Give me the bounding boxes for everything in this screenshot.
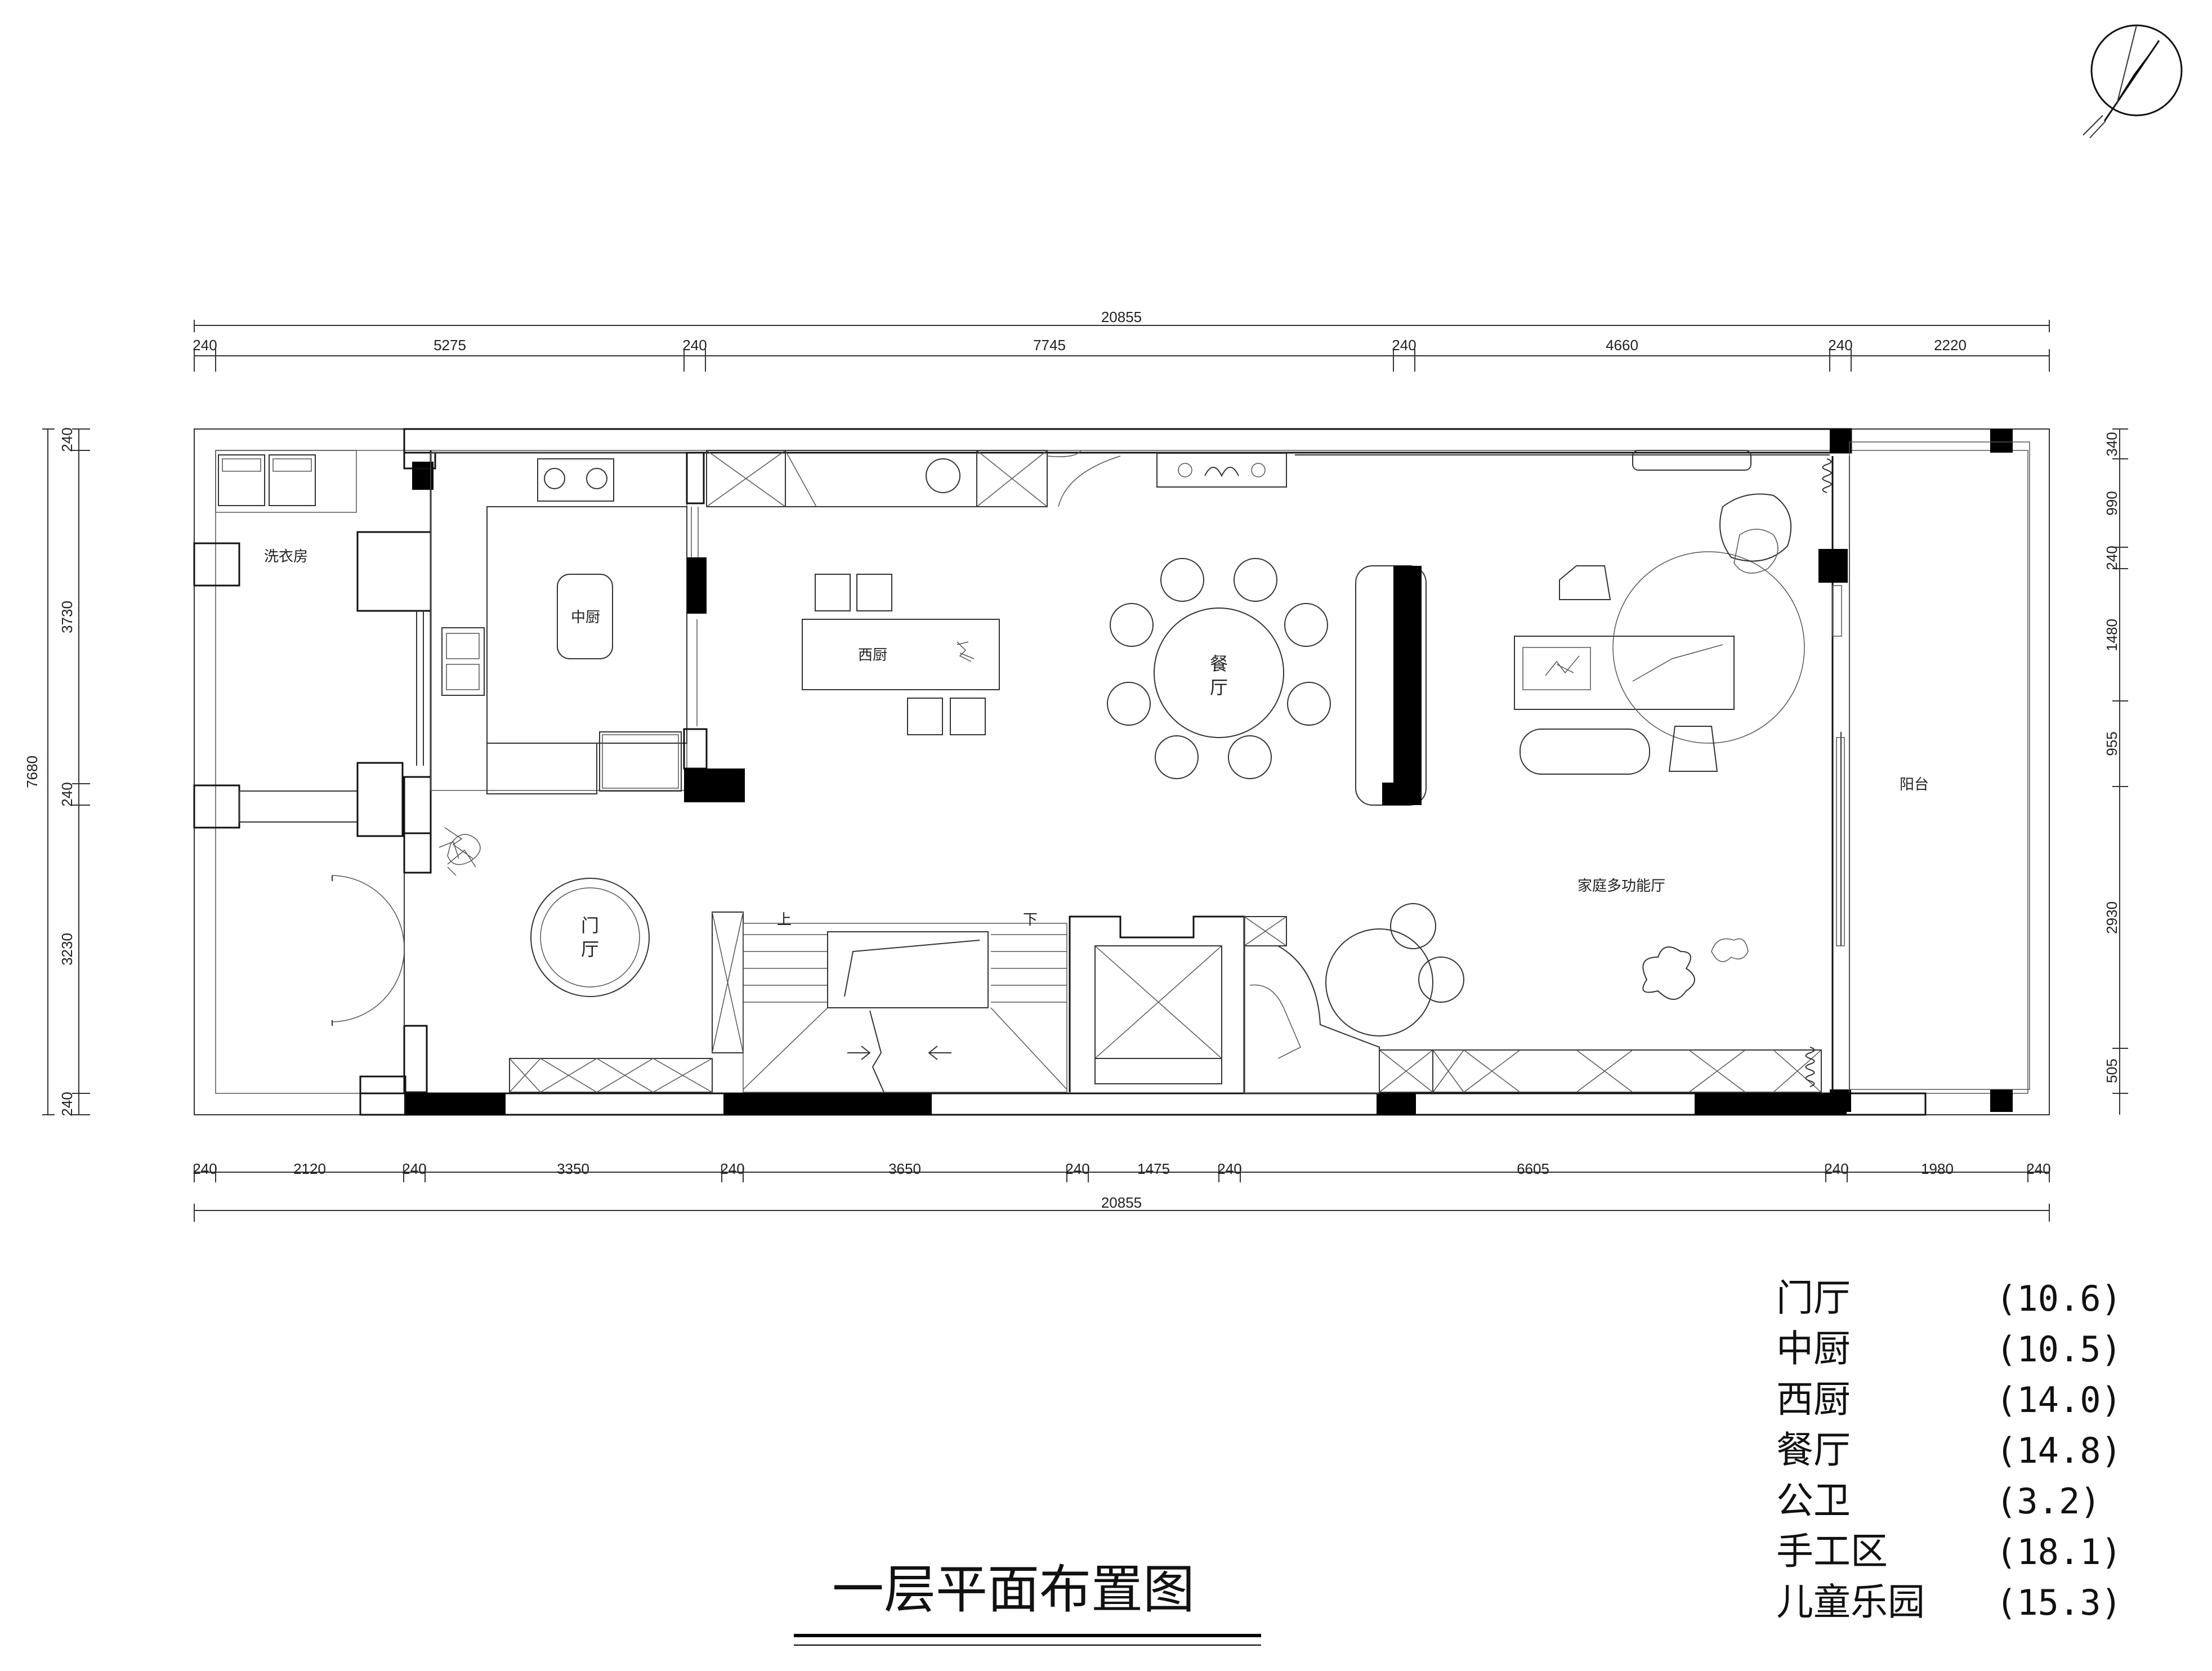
- drawing-title: 一层平面布置图: [832, 1560, 1195, 1620]
- plant-icon: [439, 827, 481, 876]
- room-label-middle-kitchen: 中厨: [571, 609, 600, 626]
- bottom-total-dim: 20855: [1101, 1194, 1142, 1211]
- area-name-5: 公卫: [1776, 1479, 1851, 1522]
- dining-area: [1107, 453, 1427, 806]
- right-dim-1: 340: [2103, 432, 2120, 456]
- laundry-area: [193, 450, 436, 837]
- bottom-dim-2: 2120: [293, 1160, 326, 1177]
- right-dim-7: 505: [2103, 1058, 2120, 1083]
- bottom-dim-4: 3350: [557, 1160, 589, 1177]
- bottom-dim-10: 6605: [1517, 1160, 1549, 1177]
- bottom-dim-8: 1475: [1137, 1160, 1170, 1177]
- top-dim-2: 5275: [434, 337, 466, 354]
- middle-kitchen: [430, 452, 745, 802]
- stair-up-label: 上: [777, 911, 792, 928]
- area-value-5: (3.2): [1996, 1481, 2101, 1522]
- bottom-dimensions: [194, 1165, 2050, 1222]
- area-table: 门厅 (10.6) 中厨 (10.5) 西厨 (14.0) 餐厅 (14.8) …: [1776, 1276, 2122, 1624]
- top-total-dim: 20855: [1101, 309, 1142, 325]
- top-dim-6: 4660: [1606, 337, 1638, 354]
- left-dim-3: 240: [59, 782, 75, 806]
- bottom-dim-5: 240: [720, 1160, 744, 1177]
- bottom-dim-11: 240: [1824, 1160, 1848, 1177]
- top-dim-8: 2220: [1934, 337, 1967, 354]
- bottom-dim-7: 240: [1065, 1160, 1089, 1177]
- left-dimensions: [42, 428, 90, 1115]
- right-dim-3: 240: [2103, 546, 2120, 570]
- area-name-3: 西厨: [1776, 1378, 1851, 1421]
- left-total-dim: 7680: [24, 756, 41, 788]
- room-label-foyer-1: 门: [581, 915, 599, 936]
- stair-down-label: 下: [1023, 911, 1038, 928]
- right-dim-4: 1480: [2103, 619, 2120, 651]
- bottom-dim-12: 1980: [1921, 1160, 1954, 1177]
- area-value-6: (18.1): [1996, 1531, 2122, 1572]
- room-label-laundry: 洗衣房: [264, 548, 308, 565]
- left-dim-5: 240: [59, 1092, 75, 1116]
- area-value-3: (14.0): [1996, 1379, 2122, 1420]
- room-label-foyer-2: 厅: [581, 939, 599, 960]
- western-kitchen: [706, 450, 1121, 735]
- area-name-2: 中厨: [1776, 1327, 1851, 1370]
- top-dim-1: 240: [193, 337, 217, 354]
- elevator-shaft: [1069, 915, 1245, 1092]
- area-name-4: 餐厅: [1776, 1428, 1851, 1472]
- outer-walls: [194, 428, 2050, 1116]
- room-label-dining-1: 餐: [1210, 653, 1228, 674]
- right-dimensions: [2112, 428, 2128, 1115]
- top-dim-5: 240: [1392, 337, 1416, 354]
- area-value-7: (15.3): [1996, 1582, 2122, 1623]
- bottom-dim-13: 240: [2026, 1160, 2050, 1177]
- area-name-1: 门厅: [1776, 1276, 1851, 1320]
- room-label-balcony: 阳台: [1900, 776, 1929, 793]
- area-value-2: (10.5): [1996, 1329, 2122, 1370]
- room-label-dining-2: 厅: [1210, 677, 1228, 698]
- staircase: [509, 912, 1067, 1093]
- family-hall: [1295, 450, 1832, 1093]
- room-label-family-hall: 家庭多功能厅: [1578, 878, 1665, 895]
- bottom-dim-1: 240: [193, 1160, 217, 1177]
- top-dimensions: [194, 320, 2050, 372]
- wc-area: [1244, 916, 1380, 1094]
- left-dim-4: 3230: [59, 933, 75, 966]
- right-dim-5: 955: [2103, 731, 2120, 756]
- bottom-dim-3: 240: [402, 1160, 426, 1177]
- top-dim-3: 240: [682, 337, 707, 354]
- top-dim-4: 7745: [1033, 337, 1066, 354]
- left-dim-2: 3730: [59, 601, 75, 633]
- area-name-6: 手工区: [1776, 1530, 1888, 1573]
- top-dim-7: 240: [1828, 337, 1852, 354]
- foyer-area: [332, 776, 650, 1116]
- area-value-4: (14.8): [1996, 1430, 2122, 1471]
- room-label-western-kitchen: 西厨: [858, 647, 887, 664]
- right-dim-2: 990: [2103, 491, 2120, 515]
- right-dim-6: 2930: [2103, 901, 2120, 934]
- area-name-7: 儿童乐园: [1776, 1580, 1925, 1624]
- left-dim-1: 240: [59, 427, 75, 452]
- bottom-dim-9: 240: [1217, 1160, 1241, 1177]
- bottom-dim-6: 3650: [888, 1160, 921, 1177]
- north-arrow-icon: [2083, 24, 2183, 138]
- area-value-1: (10.6): [1996, 1278, 2122, 1319]
